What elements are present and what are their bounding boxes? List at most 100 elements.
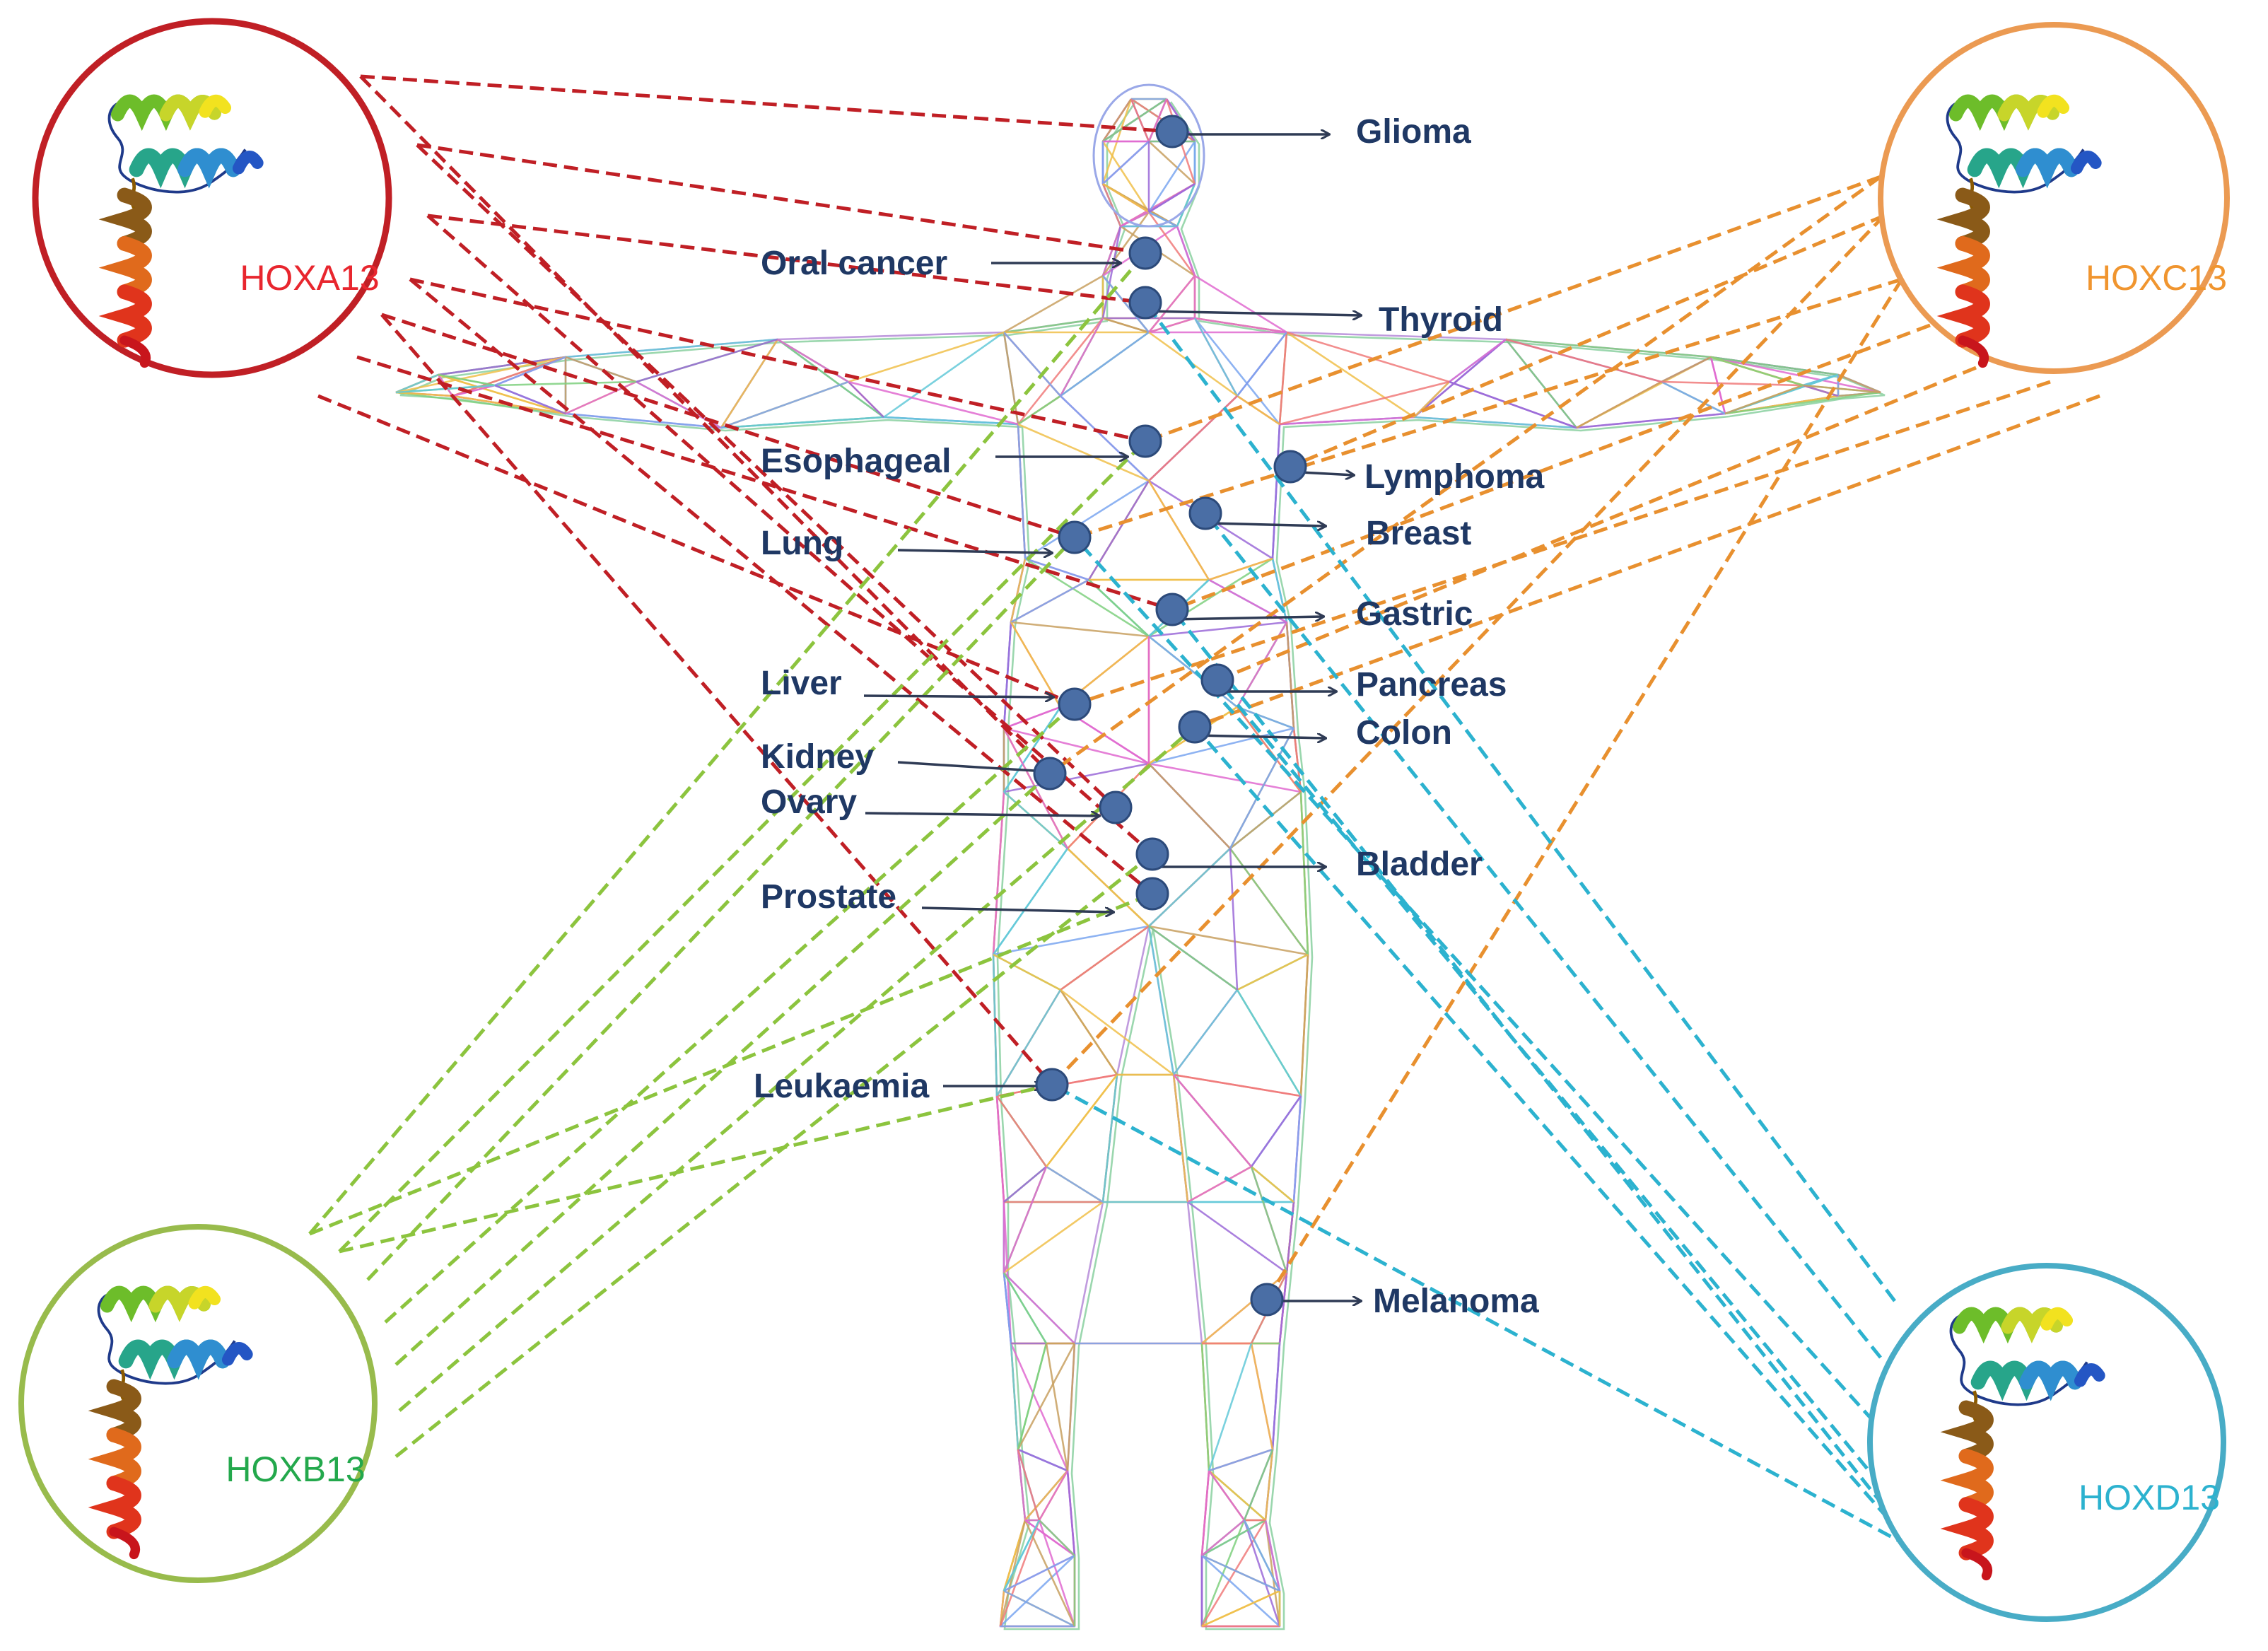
mesh-edge: [1003, 762, 1150, 793]
site-node: [1135, 877, 1169, 911]
mesh-edge: [1120, 211, 1150, 228]
mesh-edge: [438, 356, 566, 376]
mesh-edge: [1193, 317, 1281, 425]
association-line-hoxc13-kidney: [1048, 175, 1882, 776]
mesh-edge: [1250, 1343, 1274, 1450]
mesh-edge: [1060, 925, 1150, 991]
mesh-edge: [1251, 1166, 1294, 1203]
mesh-edge: [1066, 1343, 1076, 1471]
mesh-edge: [1046, 1165, 1104, 1203]
mesh-edge: [1024, 1519, 1075, 1557]
mesh-edge: [1413, 339, 1507, 418]
site-label-oral: Oral cancer: [761, 245, 947, 282]
site-arrow: [1210, 523, 1326, 526]
association-line-hoxd13-gastric: [1171, 608, 1924, 1557]
mesh-edge: [1243, 1449, 1274, 1521]
site-label-gastric: Gastric: [1356, 595, 1473, 633]
mesh-edge: [1724, 384, 1804, 415]
mesh-edge: [636, 338, 778, 383]
association-line-hoxb13-oral: [308, 252, 1147, 1235]
mesh-edge: [1237, 706, 1294, 730]
site-esophageal: Esophageal: [761, 424, 1162, 480]
mesh-edge: [1236, 989, 1302, 1097]
mesh-edge: [1003, 1272, 1012, 1344]
gene-label-hoxb13: HOXB13: [226, 1449, 365, 1489]
mesh-edge: [1024, 1470, 1068, 1521]
mesh-edge: [1017, 1448, 1068, 1472]
site-pancreas: Pancreas: [1200, 663, 1507, 704]
association-lines: [308, 74, 2100, 1579]
mesh-edge: [1017, 317, 1104, 425]
mesh-edge: [1003, 332, 1061, 397]
mesh-edge: [1003, 274, 1104, 334]
site-arrow: [1171, 617, 1323, 619]
mesh-edge: [1101, 183, 1122, 227]
mesh-edge: [1504, 339, 1578, 428]
site-label-lung: Lung: [761, 525, 843, 562]
mesh-edge: [1229, 848, 1309, 955]
mesh-edge: [1279, 416, 1415, 426]
site-node: [1135, 837, 1169, 871]
site-ovary: Ovary: [761, 783, 1133, 824]
mesh-edge: [1010, 1343, 1069, 1471]
association-line-hoxb13-kidney: [394, 772, 1051, 1366]
mesh-edge: [1060, 988, 1174, 1076]
site-arrow: [1300, 472, 1354, 475]
association-line-hoxa13-liver: [317, 394, 1075, 706]
mesh-edge: [1243, 1519, 1281, 1627]
site-colon: Colon: [1178, 710, 1452, 752]
site-label-bladder: Bladder: [1356, 846, 1483, 883]
mesh-edge: [1017, 395, 1061, 426]
mesh-edge: [1003, 1554, 1075, 1592]
mesh-edge: [395, 373, 439, 394]
mesh-edge: [720, 416, 884, 429]
mesh-edge: [1148, 182, 1196, 214]
mesh-edge: [1147, 141, 1196, 213]
mesh-edge: [1173, 1074, 1252, 1167]
mesh-edge: [848, 331, 1005, 383]
mesh-edge: [1201, 1589, 1280, 1628]
mesh-edge: [452, 384, 496, 397]
mesh-edge: [1208, 1470, 1266, 1521]
body-head: [1092, 83, 1205, 228]
site-label-breast: Breast: [1366, 515, 1471, 552]
site-arrow: [897, 761, 1057, 772]
gene-circle-hoxa13: HOXA13: [32, 18, 392, 378]
mesh-edge: [1003, 1272, 1048, 1344]
mesh-edge: [1208, 557, 1273, 581]
association-line-hoxc13-esophageal: [1145, 175, 1881, 443]
mesh-edge: [1148, 925, 1309, 956]
mesh-edge: [1576, 412, 1726, 429]
site-label-esophageal: Esophageal: [761, 443, 951, 480]
mesh-edge: [1285, 622, 1295, 729]
mesh-edge: [1208, 1448, 1273, 1472]
site-label-prostate: Prostate: [761, 878, 896, 916]
association-line-hoxa13-ovary: [416, 144, 1117, 809]
association-line-hoxb13-bladder: [394, 853, 1154, 1458]
mesh-edge: [883, 416, 1019, 426]
mesh-edge: [1837, 373, 1881, 394]
association-line-hoxa13-leukaemia: [380, 313, 1053, 1086]
mesh-edge: [565, 338, 778, 358]
mesh-edge: [1017, 1449, 1041, 1521]
mesh-edge: [777, 338, 884, 419]
mesh-edge: [1088, 579, 1150, 637]
mesh-edge: [1017, 423, 1150, 482]
mesh-edge: [1003, 332, 1019, 425]
mesh-edge: [1200, 1343, 1210, 1471]
mesh-edge: [1201, 1519, 1245, 1556]
site-node: [1188, 496, 1222, 530]
site-arrow: [865, 813, 1099, 816]
mesh-edge: [1236, 706, 1302, 793]
mesh-edge: [1208, 578, 1287, 624]
mesh-edge: [1045, 1074, 1118, 1167]
mesh-edge: [1003, 706, 1061, 730]
mesh-edge: [1060, 395, 1150, 482]
mesh-edge: [1148, 317, 1196, 334]
mesh-edge: [1661, 380, 1804, 387]
association-line-hoxc13-gastric: [1171, 323, 1931, 612]
mesh-edge: [1413, 416, 1577, 429]
mesh-edge: [1066, 1470, 1076, 1556]
mesh-edge: [1661, 356, 1712, 383]
mesh-edge: [1010, 621, 1150, 638]
